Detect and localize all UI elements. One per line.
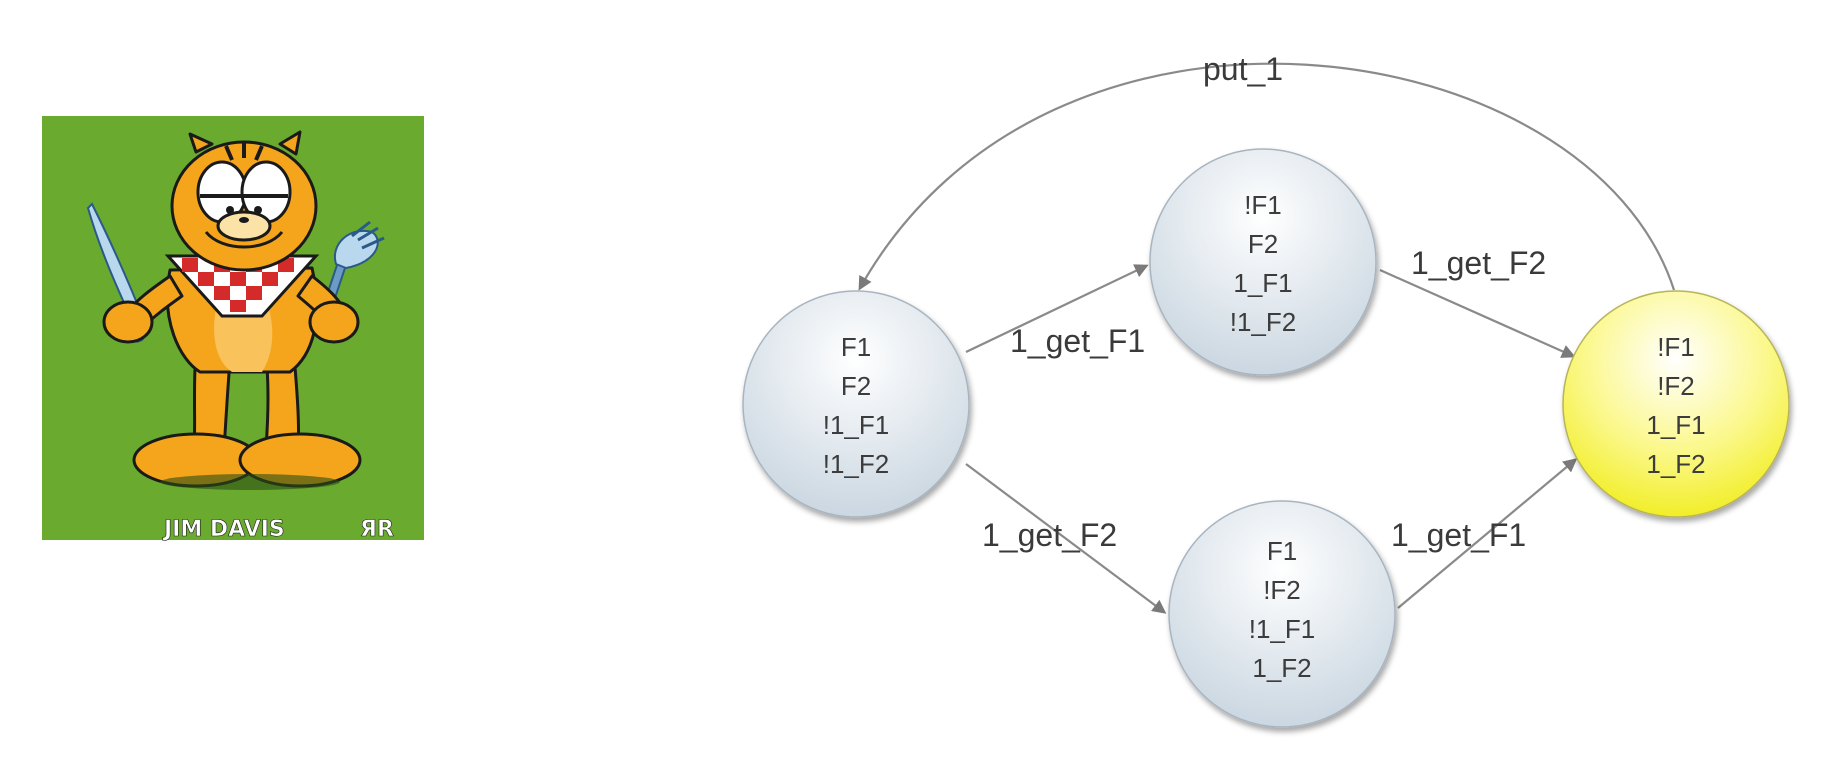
state-line: !F1 [1244,190,1282,220]
state-line: !1_F1 [823,410,890,440]
garfield-head [170,130,318,272]
illustration-mark: ЯR [360,517,394,542]
state-line: 1_F1 [1646,410,1705,440]
state-line: !F2 [1657,371,1695,401]
state-node-highlighted: !F1 !F2 1_F1 1_F2 [1562,290,1790,518]
state-line: F1 [841,332,871,362]
garfield-body [102,266,362,490]
edge-s0-to-s2 [965,463,1167,614]
edge-s1-to-s3 [1379,268,1576,358]
state-line: !1_F2 [823,449,890,479]
fork-icon [316,220,385,327]
edge-label-s3-s0: put_1 [1203,51,1283,87]
state-line: !F1 [1657,332,1695,362]
edge-label-s1-s3: 1_get_F2 [1411,245,1546,281]
edge-label-s0-s2: 1_get_F2 [982,517,1117,553]
state-line: 1_F2 [1252,653,1311,683]
edge-s0-to-s1 [965,264,1149,353]
edge-label-s2-s3: 1_get_F1 [1391,517,1526,553]
state-node: F1 !F2 !1_F1 1_F2 [1168,500,1396,728]
edge-s3-to-s0 [858,62,1676,291]
state-line: !1_F1 [1249,614,1316,644]
edge-s2-to-s3 [1397,458,1578,609]
state-line: F1 [1267,536,1297,566]
illustration-signature: JIM DAVIS [162,517,285,542]
state-line: F2 [841,371,871,401]
state-diagram: 1_get_F1 1_get_F2 1_get_F2 1_get_F1 put_… [742,51,1790,728]
state-line: F2 [1248,229,1278,259]
state-node: F1 F2 !1_F1 !1_F2 [742,290,970,518]
state-line: 1_F1 [1233,268,1292,298]
garfield-illustration: JIM DAVIS ЯR [42,116,424,542]
state-line: !1_F2 [1230,307,1297,337]
state-line: !F2 [1263,575,1301,605]
state-node: !F1 F2 1_F1 !1_F2 [1149,148,1377,376]
state-line: 1_F2 [1646,449,1705,479]
edge-label-s0-s1: 1_get_F1 [1010,323,1145,359]
